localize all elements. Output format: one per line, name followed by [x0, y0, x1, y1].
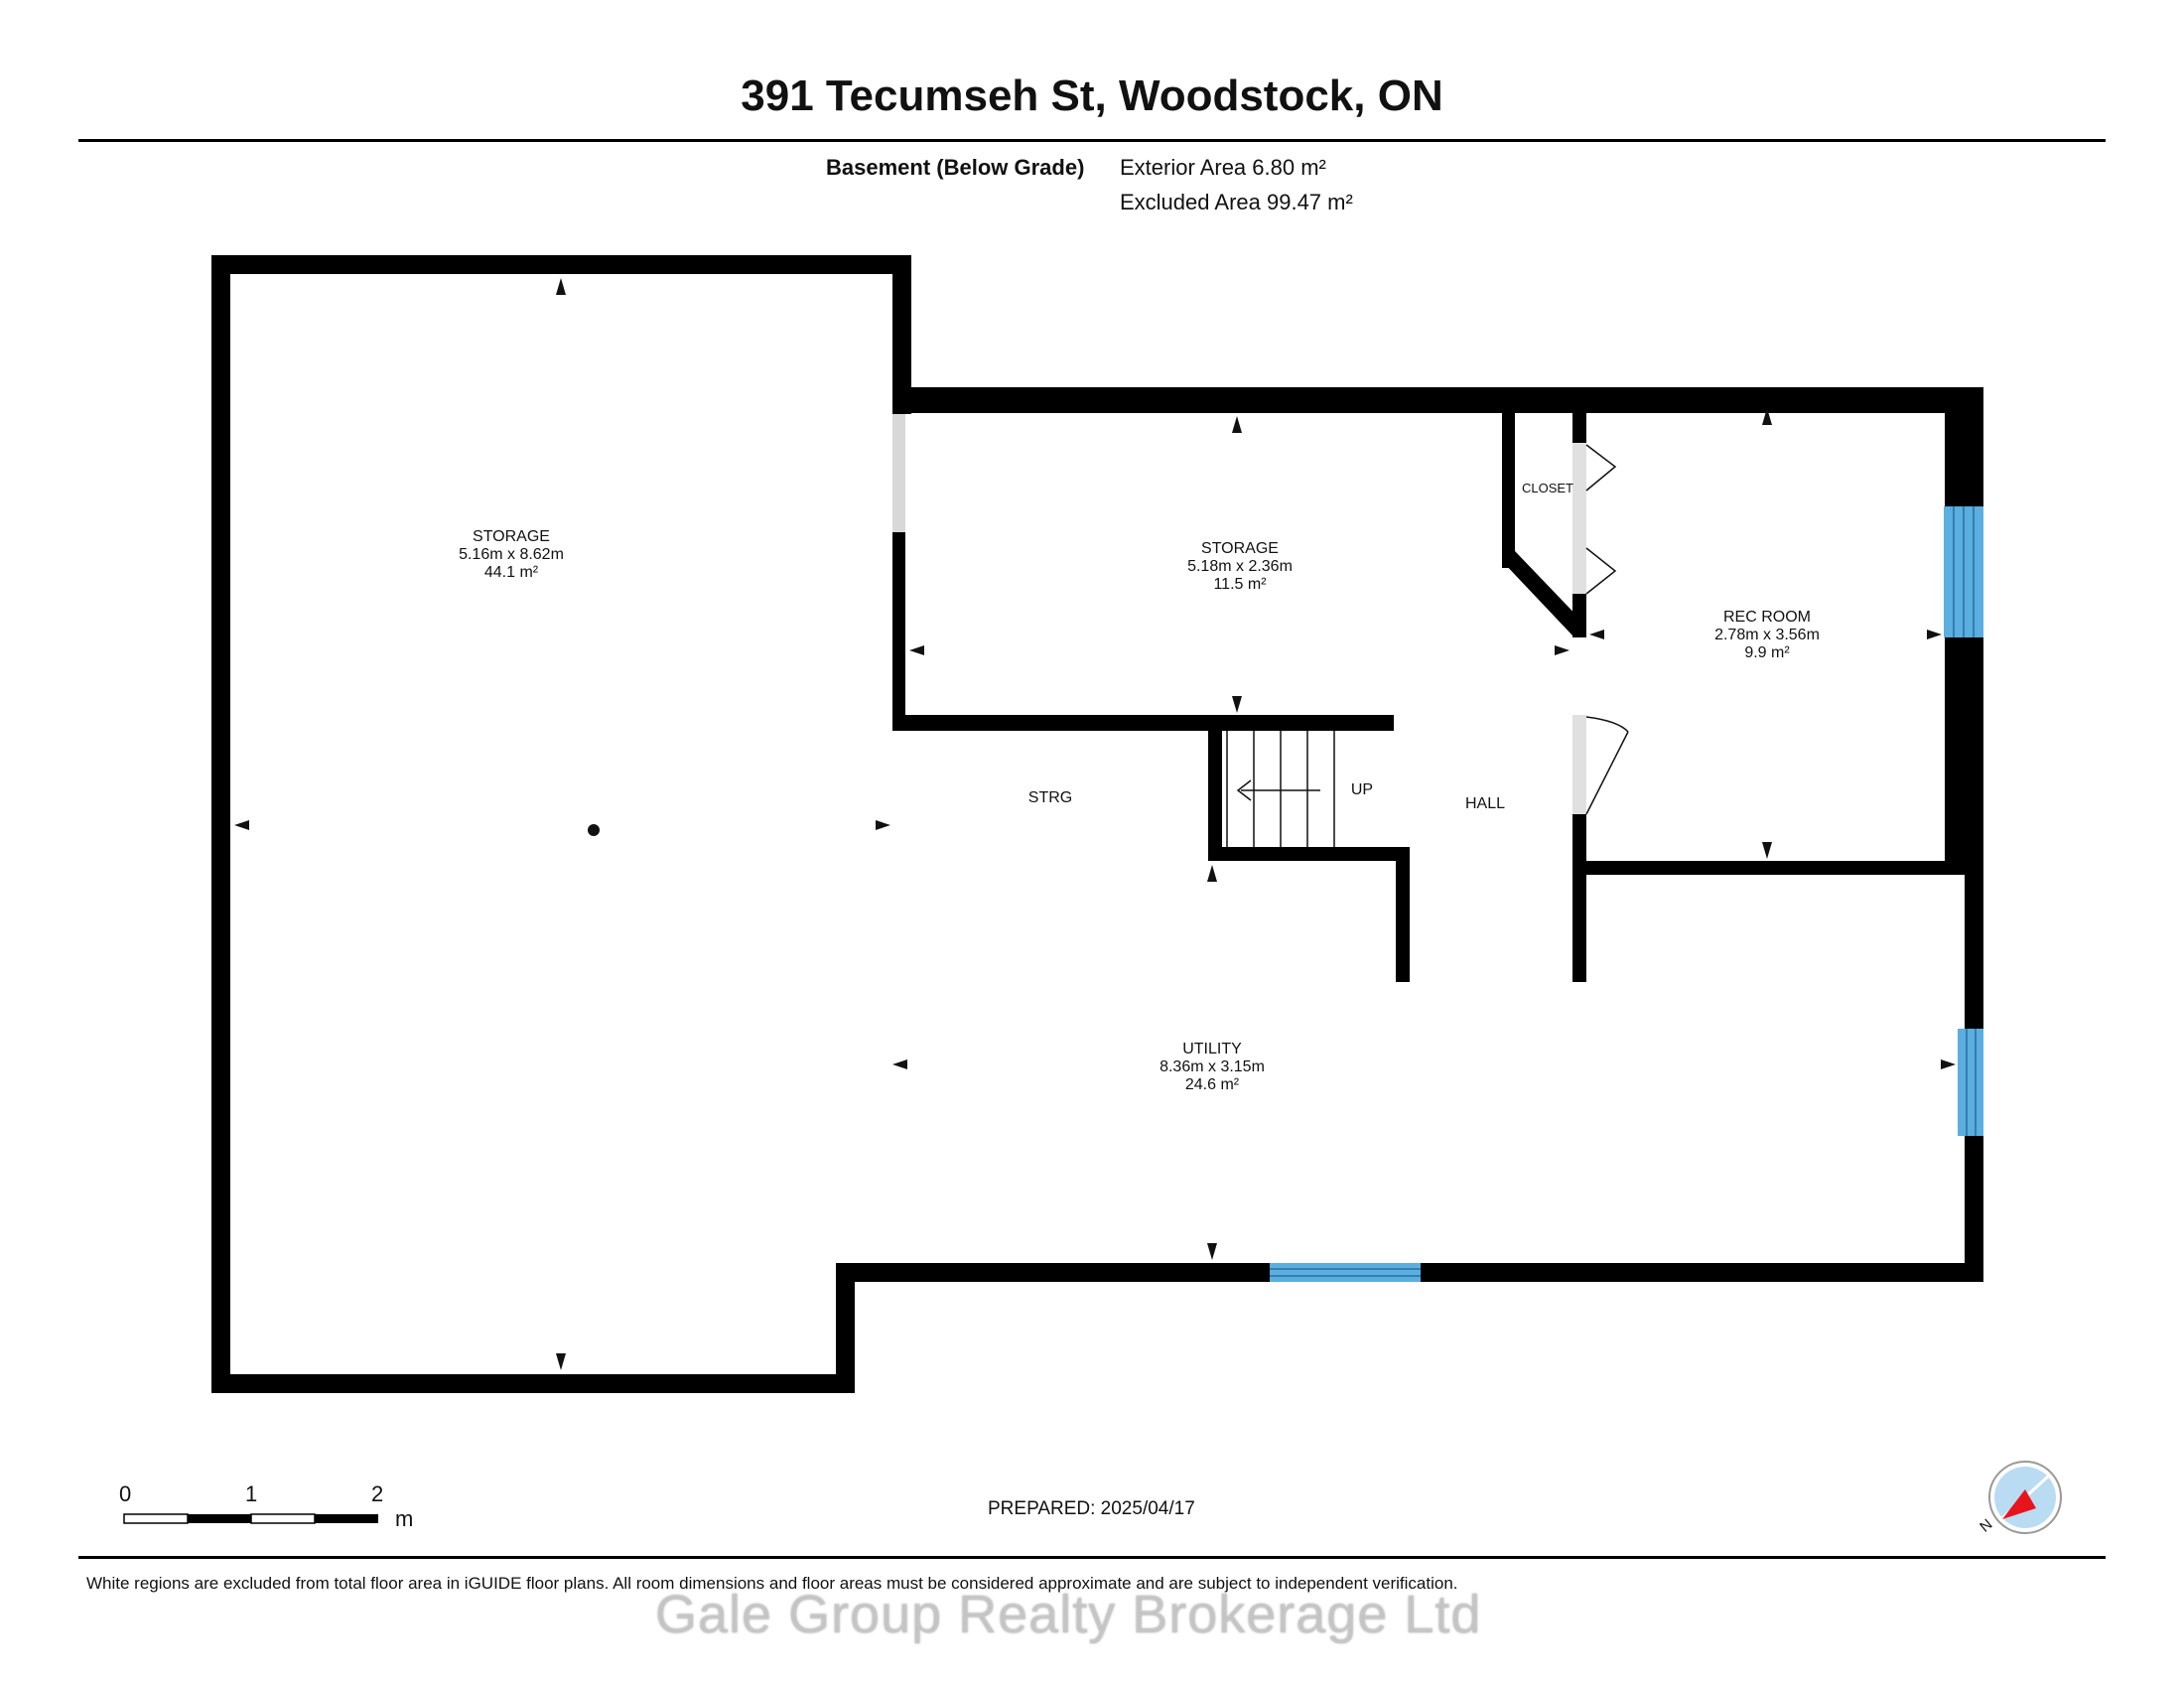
room-area: 44.1 m²: [484, 564, 539, 581]
stairs: [1226, 731, 1335, 847]
wall: [1572, 861, 1983, 875]
closet-opening: [1572, 443, 1586, 594]
room-dims: 2.78m x 3.56m: [1714, 627, 1820, 643]
footer-divider: [78, 1556, 2106, 1559]
scale-bar: [123, 1513, 378, 1524]
wall: [892, 532, 905, 731]
room-name: REC ROOM: [1723, 609, 1811, 626]
room-name: STORAGE: [1201, 540, 1279, 557]
wall: [892, 715, 1394, 731]
compass-icon: N: [1977, 1461, 2062, 1536]
closet-doors: [1585, 444, 1617, 595]
wall: [1572, 405, 1586, 443]
wall: [211, 255, 911, 274]
wall: [1208, 715, 1222, 860]
window: [1958, 1029, 1983, 1136]
room-name: STORAGE: [473, 528, 550, 545]
wall: [892, 387, 1983, 413]
window: [1270, 1263, 1421, 1282]
wall: [1572, 594, 1586, 637]
room-label-hall: HALL: [1465, 795, 1505, 812]
disclaimer-text: White regions are excluded from total fl…: [86, 1574, 1458, 1593]
room-dims: 8.36m x 3.15m: [1160, 1058, 1265, 1075]
page-title: 391 Tecumseh St, Woodstock, ON: [741, 71, 1443, 120]
excluded-area: Excluded Area 99.47 m²: [1120, 190, 1353, 214]
room-dims: 5.18m x 2.36m: [1187, 558, 1293, 575]
room-area: 24.6 m²: [1185, 1076, 1240, 1093]
windows: [1270, 506, 1983, 1282]
scale-unit: m: [395, 1506, 414, 1531]
wall: [211, 1374, 855, 1393]
wall: [1502, 405, 1515, 568]
wall: [211, 255, 230, 1393]
marker-dot: [588, 824, 600, 836]
floor-label: Basement (Below Grade): [826, 155, 1085, 180]
room-name: UTILITY: [1182, 1041, 1242, 1057]
room-area: 11.5 m²: [1213, 576, 1267, 593]
rec-room-door: [1585, 716, 1629, 815]
compass-north-label: N: [1977, 1516, 1995, 1536]
wall: [1208, 847, 1410, 861]
scale-label: 2: [371, 1481, 384, 1506]
walls: [211, 255, 1983, 1393]
scale-label: 0: [119, 1481, 132, 1506]
prepared-date: PREPARED: 2025/04/17: [988, 1498, 1195, 1519]
room-label-closet: CLOSET: [1522, 481, 1573, 495]
opening: [892, 414, 905, 532]
header-divider: [78, 139, 2106, 142]
wall: [1572, 814, 1586, 982]
dimension-arrows: [234, 278, 1956, 1370]
wall: [1396, 847, 1410, 982]
wall: [836, 1263, 855, 1393]
wall: [892, 255, 911, 414]
watermark: Gale Group Realty Brokerage Ltd: [655, 1585, 1482, 1644]
wall: [1502, 551, 1584, 635]
exterior-area: Exterior Area 6.80 m²: [1120, 155, 1326, 180]
room-label-strg: STRG: [1028, 789, 1072, 806]
room-area: 9.9 m²: [1744, 644, 1790, 661]
room-dims: 5.16m x 8.62m: [459, 546, 564, 563]
stairs-label: UP: [1351, 781, 1373, 798]
scale-label: 1: [245, 1481, 258, 1506]
door-opening: [1572, 715, 1586, 814]
